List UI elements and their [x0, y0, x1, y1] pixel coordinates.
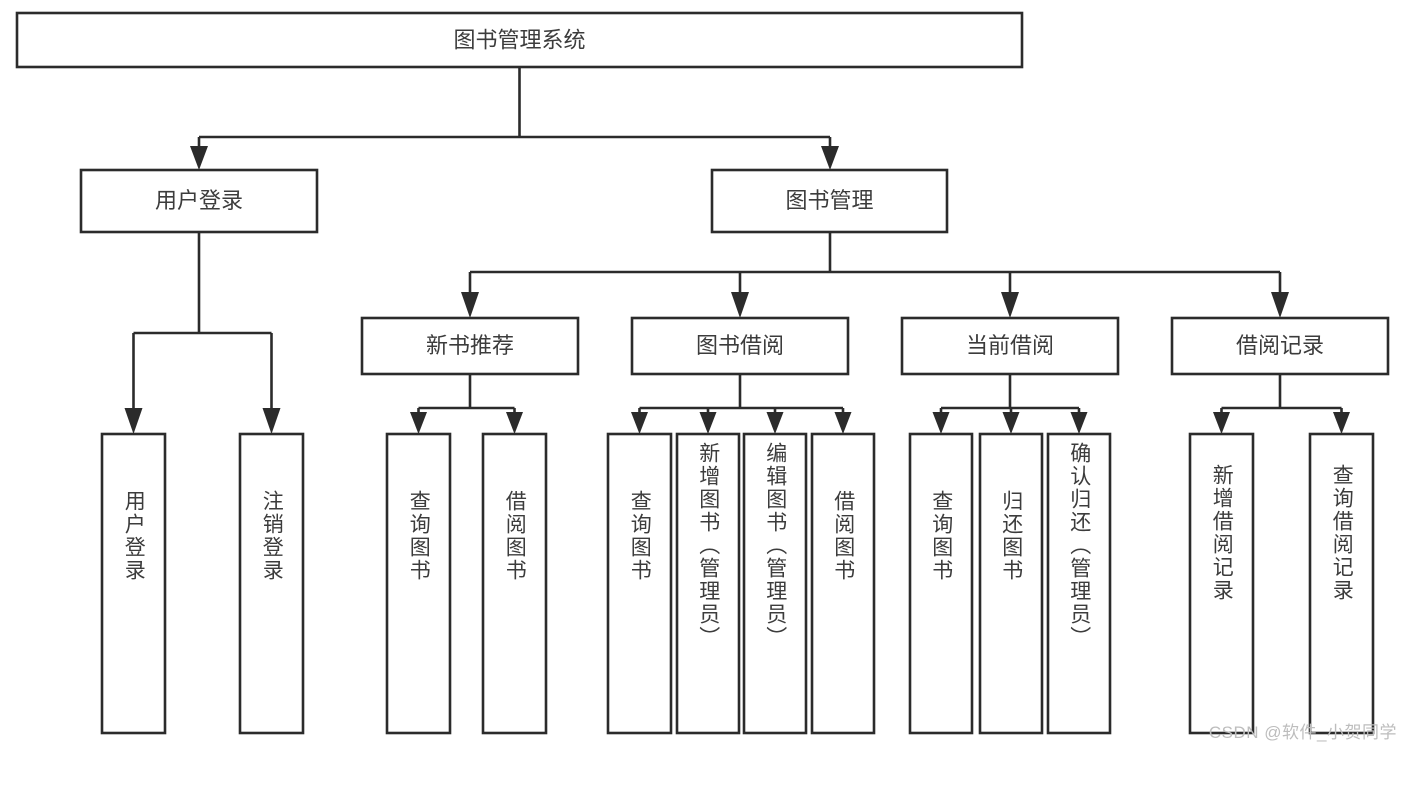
node-leaf-add-record-box[interactable] [1188, 432, 1255, 735]
node-new-book-rec[interactable]: 新书推荐 [360, 316, 580, 376]
node-book-borrow-label: 图书借阅 [696, 333, 784, 358]
arrow-head-new-book-rec [461, 292, 479, 318]
arrow-head-leaf-query-book-3 [932, 412, 950, 434]
node-leaf-return-book-box[interactable] [978, 432, 1044, 735]
arrow-head-leaf-confirm-return [1070, 412, 1088, 434]
node-leaf-borrow-book-2-box[interactable] [810, 432, 876, 735]
arrow-head-leaf-borrow-book-1 [506, 412, 523, 434]
arrow-head-leaf-add-record [1213, 412, 1230, 434]
arrow-head-leaf-edit-book [766, 412, 784, 434]
node-leaf-user-login-box[interactable] [100, 432, 167, 735]
arrow-head-borrow-record [1271, 292, 1289, 318]
node-new-book-rec-label: 新书推荐 [426, 333, 514, 358]
node-current-borrow[interactable]: 当前借阅 [900, 316, 1120, 376]
node-borrow-record[interactable]: 借阅记录 [1170, 316, 1390, 376]
arrow-head-leaf-borrow-book-2 [834, 412, 852, 434]
node-user-login[interactable]: 用户登录 [79, 168, 319, 234]
arrow-head-leaf-add-book [699, 412, 717, 434]
node-leaf-edit-book-box[interactable] [742, 432, 808, 735]
arrow-head-leaf-query-book-2 [631, 412, 648, 434]
node-leaf-add-book-box[interactable] [675, 432, 741, 735]
arrow-head-book-borrow [731, 292, 749, 318]
node-leaf-borrow-book-1-box[interactable] [481, 432, 548, 735]
node-leaf-query-book-1-box[interactable] [385, 432, 452, 735]
node-user-login-box[interactable] [79, 168, 319, 234]
node-leaf-query-record-box[interactable] [1308, 432, 1375, 735]
node-leaf-query-book-3-box[interactable] [908, 432, 974, 735]
node-book-manage-label: 图书管理 [785, 188, 873, 213]
node-current-borrow-label: 当前借阅 [966, 333, 1054, 358]
node-book-borrow-box[interactable] [630, 316, 850, 376]
node-leaf-user-logout-box[interactable] [238, 432, 305, 735]
node-root[interactable]: 图书管理系统 [15, 11, 1024, 69]
arrow-head-leaf-return-book [1002, 412, 1020, 434]
node-book-manage-box[interactable] [710, 168, 949, 234]
arrow-head-leaf-query-record [1333, 412, 1350, 434]
node-user-login-label: 用户登录 [155, 188, 243, 213]
node-leaf-confirm-return-box[interactable] [1046, 432, 1112, 735]
node-current-borrow-box[interactable] [900, 316, 1120, 376]
node-borrow-record-label: 借阅记录 [1236, 333, 1324, 358]
node-root-box[interactable] [15, 11, 1024, 69]
arrow-head-book-manage [821, 146, 839, 170]
arrow-head-leaf-query-book-1 [410, 412, 427, 434]
arrow-head-leaf-user-logout [262, 408, 281, 434]
node-root-label: 图书管理系统 [453, 27, 585, 52]
node-new-book-rec-box[interactable] [360, 316, 580, 376]
watermark-text: CSDN @软件_小贺同学 [1208, 723, 1397, 742]
arrow-head-leaf-user-login [124, 408, 143, 434]
node-borrow-record-box[interactable] [1170, 316, 1390, 376]
node-book-borrow[interactable]: 图书借阅 [630, 316, 850, 376]
node-leaf-query-book-2-box[interactable] [606, 432, 673, 735]
connector-layer [124, 67, 1350, 434]
node-book-manage[interactable]: 图书管理 [710, 168, 949, 234]
arrow-head-user-login [190, 146, 208, 170]
flowchart-diagram: 图书管理系统 用户登录 图书管理 新书推荐 图书借阅 当前借阅 借阅记录 [15, 11, 1397, 742]
flowchart-canvas: 图书管理系统 用户登录 图书管理 新书推荐 图书借阅 当前借阅 借阅记录 [15, 11, 1390, 735]
arrow-head-current-borrow [1001, 292, 1019, 318]
